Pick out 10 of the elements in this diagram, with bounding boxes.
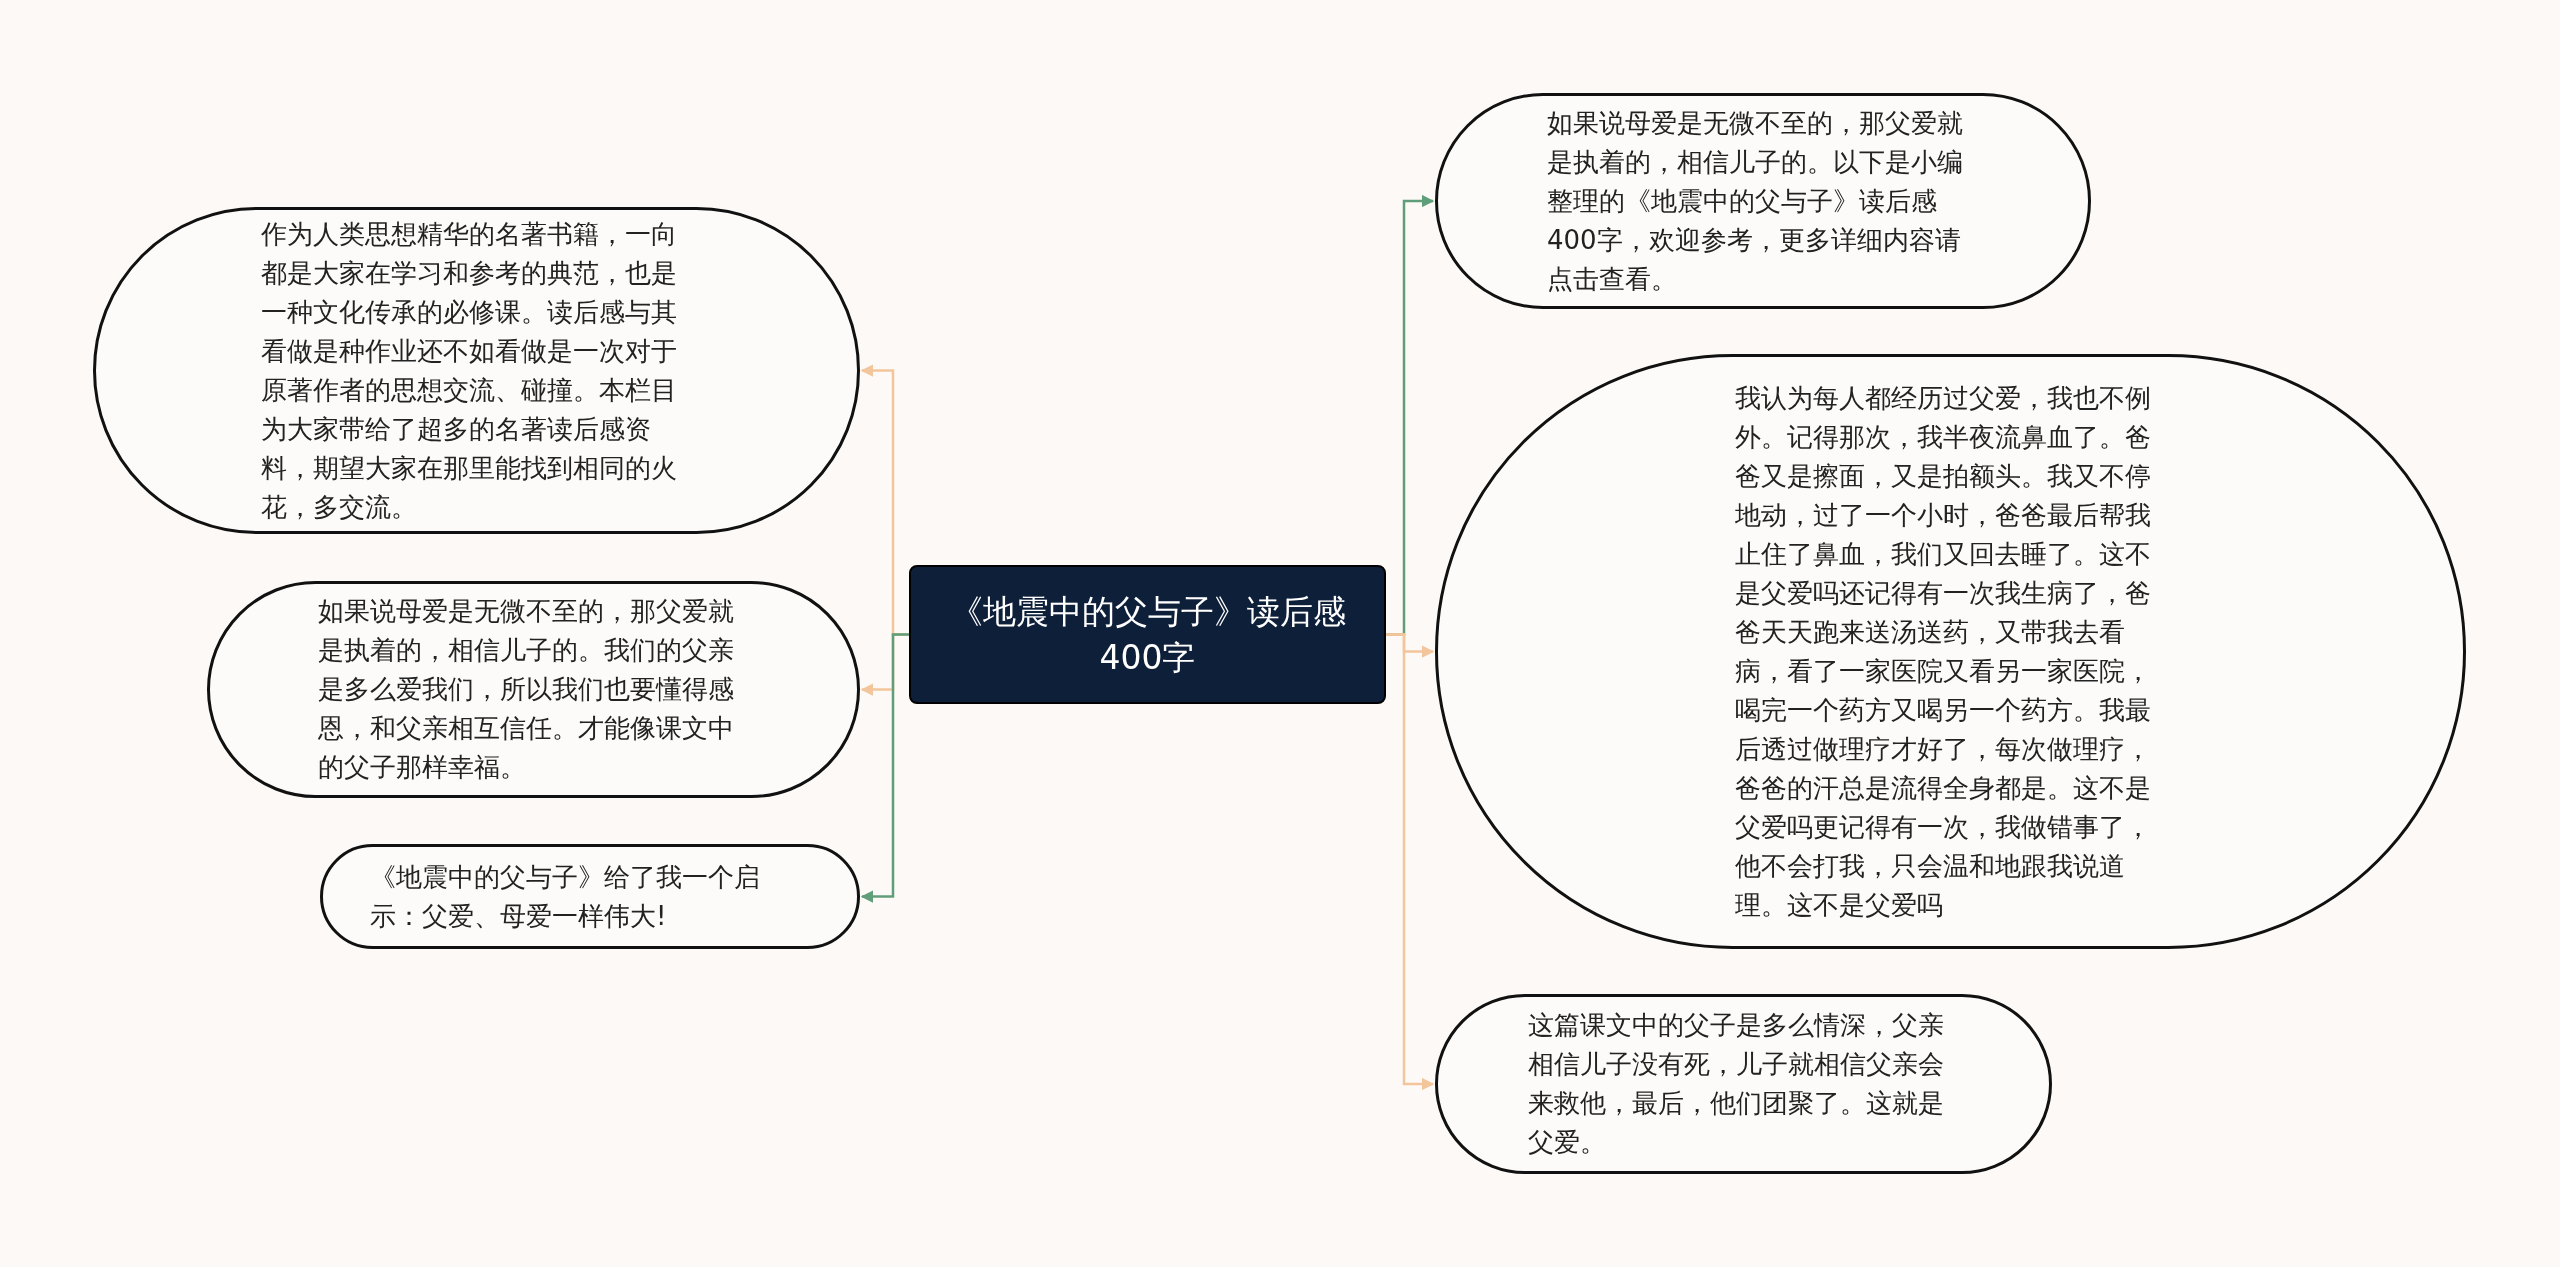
connector-arrow (1386, 633, 1435, 1091)
topic-text: 《地震中的父与子》读后感400字 (948, 590, 1347, 679)
paragraph: 我认为每人都经历过父爱，我也不例外。记得那次，我半夜流鼻血了。爸爸又是擦面，又是拍额头。我又不停地动，过了一个小时，爸爸最后帮我止住了鼻血，我们又回去睡了。这不是父爱吗还记得有一次我生病了，爸爸天天跑来送汤送药，又带我去看病，看了一家医院又看另一家医院，喝完一个药方又喝另一个药方。我最后透过做理疗才好了，每次做理疗，爸爸的汗总是流得全身都是。这不是父爱吗更记得有一次，我做错事了，他不会打我，只会温和地跟我说道理。这不是父爱吗 (1734, 381, 2152, 922)
paragraph: 作为人类思想精华的名著书籍，一向都是大家在学习和参考的典范，也是一种文化传承的必修课。读后感与其看做是种作业还不如看做是一次对于原著作者的思想交流、碰撞。本栏目为大家带给了超多的名著读后感资料，期望大家在那里能找到相同的火花，多交流。 (260, 217, 678, 524)
paragraph: 如果说母爱是无微不至的，那父爱就是执着的，相信儿子的。我们的父亲是多么爱我们，所以我们也要懂得感恩，和父亲相互信任。才能像课文中的父子那样幸福。 (317, 595, 735, 784)
paragraph: 这篇课文中的父子是多么情深，父亲相信儿子没有死，儿子就相信父亲会来救他，最后，他们团聚了。这就是父爱。 (1527, 1009, 1945, 1159)
paragraph: 如果说母爱是无微不至的，那父爱就是执着的，相信儿子的。以下是小编整理的《地震中的父与子》读后感400字，欢迎参考，更多详细内容请点击查看。 (1547, 106, 1964, 296)
paragraph: 《地震中的父与子》给了我一个启示：父爱、母爱一样伟大! (370, 860, 761, 933)
topic-box (909, 565, 1386, 704)
connector-arrow (860, 633, 909, 903)
